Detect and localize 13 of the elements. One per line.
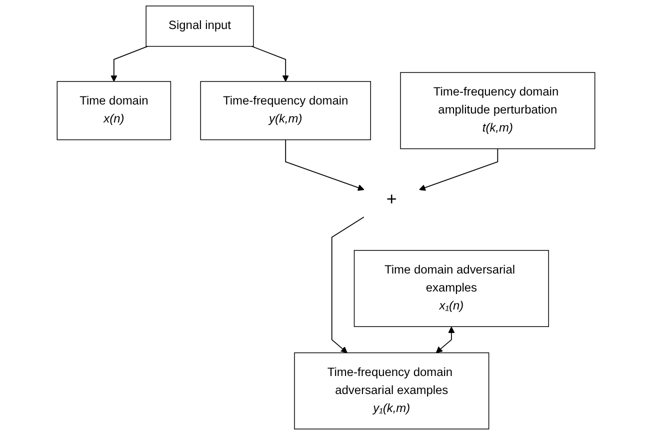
- node-box: Time domain adversarial examples x₁(n): [354, 250, 549, 327]
- node-box: Time domain x(n): [56, 81, 172, 140]
- arrow: [331, 216, 364, 354]
- arrow: [110, 46, 148, 82]
- arrow: [285, 139, 364, 191]
- arrow: [419, 148, 498, 191]
- arrow: [436, 326, 455, 354]
- node-text: +: [386, 189, 397, 210]
- node-box: Time-frequency domain amplitude perturbation t(k,m): [400, 72, 596, 150]
- node-box: Time-frequency domain adversarial examples y₁(k,m): [294, 352, 490, 430]
- node-box: Time-frequency domain y(k,m): [200, 81, 371, 140]
- node-box: Signal input: [146, 6, 254, 47]
- arrow: [251, 46, 289, 82]
